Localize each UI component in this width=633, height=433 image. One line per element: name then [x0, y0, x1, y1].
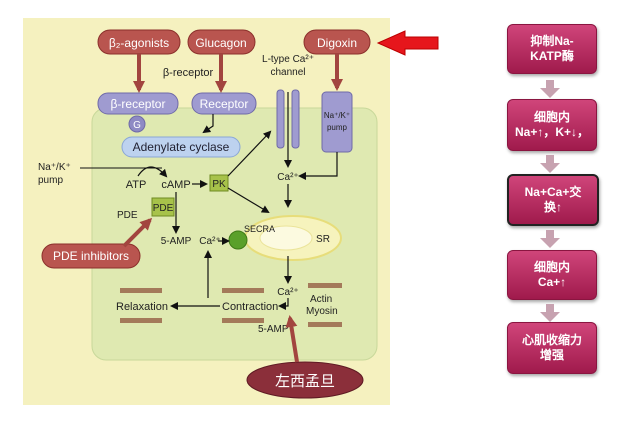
- filament-bar: [222, 318, 264, 323]
- atp-label: ATP: [126, 179, 147, 191]
- filament-bar: [308, 283, 342, 288]
- flow-arrow-icon: [540, 80, 560, 98]
- sr-label: SR: [316, 234, 330, 245]
- pde-inhibitors-box: [41, 243, 141, 269]
- ltype-channel-left: [276, 89, 285, 149]
- filament-bar: [120, 318, 162, 323]
- flow-step-5: 心肌收缩力 增强: [507, 322, 597, 374]
- arrow-atp-to-camp: [137, 166, 168, 178]
- flow-step-3: Na+Ca+交 换↑: [507, 174, 599, 226]
- nak-pump-right-box: [321, 91, 353, 153]
- arrow-pk-to-sr: [227, 187, 270, 214]
- relaxation-label: Relaxation: [116, 301, 168, 313]
- g-protein-icon: [128, 115, 146, 133]
- filament-bar: [222, 288, 264, 293]
- actin-label: Actin: [310, 294, 332, 305]
- serca-label: SECRA: [244, 224, 275, 234]
- arrow-pump-to-ca: [298, 152, 338, 180]
- flow-step-2-label: 细胞内 Na+↑，K+↓，: [514, 110, 590, 139]
- arrow-pk-to-channel: [227, 130, 272, 177]
- b2-agonists-label: β₂-agonists: [109, 36, 169, 50]
- flow-arrow-icon: [540, 230, 560, 248]
- pde-box: [151, 197, 175, 217]
- receptor-label: Receptor: [200, 97, 249, 111]
- arrow-receptor-to-adenylate: [202, 114, 214, 134]
- flow-step-5-label: 心肌收缩力 增强: [521, 333, 582, 362]
- ca-contract-label: Ca²⁺: [277, 287, 298, 298]
- ltype-label-2: channel: [270, 67, 305, 78]
- filament-bar: [308, 322, 342, 327]
- flow-step-4-label: 细胞内 Ca+↑: [533, 260, 570, 289]
- pk-label: PK: [212, 179, 226, 190]
- nak-pump-left-label-1: Na⁺/K⁺: [38, 162, 71, 173]
- adenylate-cyclase-label: Adenylate cyclase: [133, 140, 230, 154]
- myosin-label: Myosin: [306, 306, 338, 317]
- adenylate-cyclase-box: [121, 136, 241, 158]
- camp-label: cAMP: [161, 179, 190, 191]
- beta-receptor-caption: β-receptor: [163, 67, 214, 79]
- glucagon-label: Glucagon: [195, 36, 246, 50]
- flow-step-3-label: Na+Ca+交 换↑: [524, 185, 582, 214]
- pde-caption: PDE: [117, 210, 138, 221]
- filament-bar: [120, 288, 162, 293]
- nak-pump-right-label-1: Na⁺/K⁺: [324, 111, 350, 120]
- ltype-channel-right: [291, 89, 300, 149]
- levosimendan-box: [246, 361, 364, 399]
- pointer-arrow-icon: [376, 30, 439, 56]
- flow-arrow-icon: [540, 304, 560, 322]
- sr-ca-cluster: [259, 225, 313, 251]
- levosimendan-label: 左西孟旦: [275, 372, 335, 390]
- flow-arrow-icon: [540, 155, 560, 173]
- nak-pump-right-label-2: pump: [327, 123, 348, 132]
- amp5-left-label: 5-AMP: [161, 236, 192, 247]
- arrow-levosimendan-to-ca: [285, 315, 299, 363]
- ca-serca-label: Ca²⁺: [199, 236, 220, 247]
- amp5-bottom-label: 5-AMP: [258, 324, 289, 335]
- ltype-label-1: L-type Ca²⁺: [262, 54, 314, 65]
- receptor-box: [191, 92, 257, 115]
- pde-label: PDE: [153, 203, 174, 214]
- contraction-label: Contraction: [222, 301, 278, 313]
- g-protein-label: G: [133, 120, 141, 131]
- flow-step-1-label: 抑制Na- KATP酶: [530, 34, 574, 63]
- flow-step-1: 抑制Na- KATP酶: [507, 24, 597, 74]
- digoxin-label: Digoxin: [317, 36, 357, 50]
- beta-receptor-label: β-receptor: [111, 97, 166, 111]
- arrow-inhibitors-to-pde: [122, 217, 153, 248]
- nak-pump-left-label-2: pump: [38, 175, 63, 186]
- pde-inhibitors-label: PDE inhibitors: [53, 249, 129, 263]
- flow-step-2: 细胞内 Na+↑，K+↓，: [507, 99, 597, 151]
- arrow-ca-to-contraction: [278, 302, 289, 310]
- beta-receptor-box: [97, 92, 179, 115]
- ca-top-label: Ca²⁺: [277, 172, 298, 183]
- pk-box: [209, 174, 229, 192]
- flow-step-4: 细胞内 Ca+↑: [507, 250, 597, 300]
